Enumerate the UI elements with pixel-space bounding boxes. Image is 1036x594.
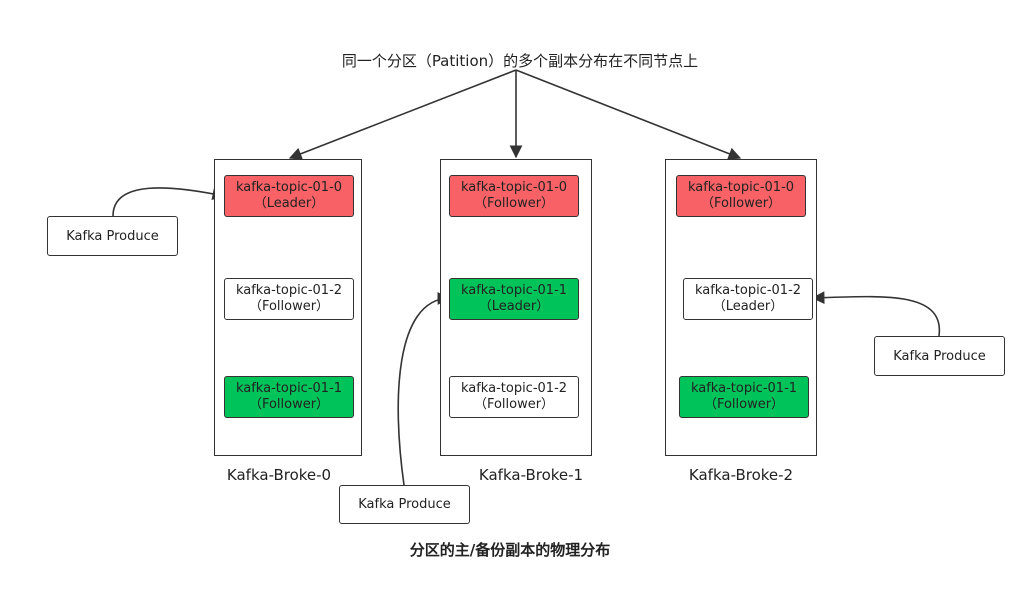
producer-c: Kafka Produce — [874, 336, 1005, 376]
partition-name: kafka-topic-01-1 — [460, 283, 568, 298]
partition-role: （Follower） — [700, 196, 782, 211]
broker-0-partition-1: kafka-topic-01-2 （Follower） — [224, 278, 354, 320]
partition-role: （Follower） — [473, 397, 555, 412]
broker-1-partition-1: kafka-topic-01-1 （Leader） — [449, 278, 579, 320]
partition-name: kafka-topic-01-1 — [235, 381, 343, 396]
broker-1-label: Kafka-Broke-1 — [478, 466, 584, 484]
arrow-to-broker-2 — [515, 69, 742, 160]
partition-name: kafka-topic-01-0 — [460, 180, 568, 195]
broker-2-partition-0: kafka-topic-01-0 （Follower） — [676, 175, 806, 217]
arrow-producer-b-to-leader — [397, 292, 451, 486]
partition-name: kafka-topic-01-1 — [690, 381, 798, 396]
partition-role: （Follower） — [703, 397, 785, 412]
broker-0-label: Kafka-Broke-0 — [226, 466, 332, 484]
arrow-producer-c-to-leader — [811, 291, 941, 337]
arrow-producer-a-to-leader — [112, 187, 226, 217]
partition-role: （Leader） — [253, 196, 325, 211]
broker-2-label: Kafka-Broke-2 — [688, 466, 794, 484]
broker-0-partition-0: kafka-topic-01-0 （Leader） — [224, 175, 354, 217]
top-caption: 同一个分区（Patition）的多个副本分布在不同节点上 — [341, 52, 699, 70]
broker-2-partition-1: kafka-topic-01-2 （Leader） — [683, 278, 813, 320]
broker-1-partition-0: kafka-topic-01-0 （Follower） — [449, 175, 579, 217]
partition-name: kafka-topic-01-2 — [694, 283, 802, 298]
partition-role: （Follower） — [248, 299, 330, 314]
partition-name: kafka-topic-01-0 — [235, 180, 343, 195]
partition-name: kafka-topic-01-2 — [460, 381, 568, 396]
partition-role: （Leader） — [712, 299, 784, 314]
broker-1-partition-2: kafka-topic-01-2 （Follower） — [449, 376, 579, 418]
producer-b: Kafka Produce — [339, 485, 470, 524]
bottom-caption: 分区的主/备份副本的物理分布 — [409, 541, 611, 559]
partition-role: （Follower） — [248, 397, 330, 412]
arrow-to-broker-0 — [288, 69, 517, 160]
partition-role: （Follower） — [473, 196, 555, 211]
producer-a: Kafka Produce — [47, 216, 178, 256]
partition-name: kafka-topic-01-0 — [687, 180, 795, 195]
partition-role: （Leader） — [478, 299, 550, 314]
broker-2-partition-2: kafka-topic-01-1 （Follower） — [679, 376, 809, 418]
partition-name: kafka-topic-01-2 — [235, 283, 343, 298]
broker-0-partition-2: kafka-topic-01-1 （Follower） — [224, 376, 354, 418]
